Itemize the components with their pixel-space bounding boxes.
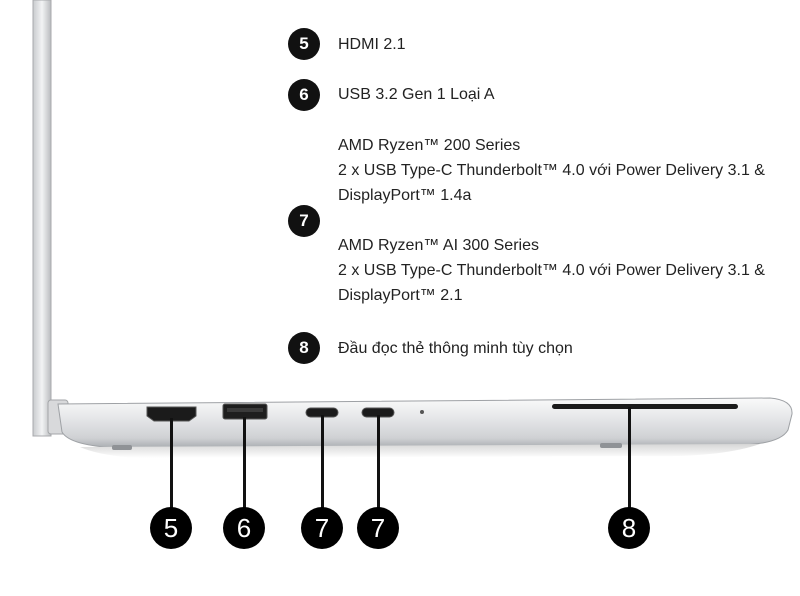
leader-line-usb-c-2 — [377, 415, 380, 513]
callout-badge-usb-c-1: 7 — [301, 507, 343, 549]
leader-line-usb-a — [243, 417, 246, 513]
legend-line: DisplayPort™ 1.4a — [338, 187, 472, 204]
legend-line: USB 3.2 Gen 1 Loại A — [338, 86, 495, 103]
leader-line-usb-c-1 — [321, 415, 324, 513]
callout-badge-usb-a: 6 — [223, 507, 265, 549]
status-led — [420, 410, 424, 414]
legend-text-hdmi: HDMI 2.1 — [338, 32, 406, 57]
legend-line: DisplayPort™ 2.1 — [338, 287, 463, 304]
legend-line: Đầu đọc thẻ thông minh tùy chọn — [338, 340, 573, 357]
legend-badge-6: 6 — [288, 79, 320, 111]
legend-badge-8: 8 — [288, 332, 320, 364]
legend-line: AMD Ryzen™ AI 300 Series — [338, 237, 539, 254]
leader-line-card-reader — [628, 407, 631, 513]
smart-card-slot — [552, 404, 738, 409]
legend-spacer — [338, 208, 765, 233]
usb-a-tongue — [227, 408, 263, 412]
hdmi-port — [146, 406, 197, 422]
legend-text-card-reader: Đầu đọc thẻ thông minh tùy chọn — [338, 336, 573, 361]
legend-line: AMD Ryzen™ 200 Series — [338, 137, 521, 154]
legend-line: 2 x USB Type-C Thunderbolt™ 4.0 với Powe… — [338, 162, 765, 179]
legend-text-usb-c: AMD Ryzen™ 200 Series 2 x USB Type-C Thu… — [338, 133, 765, 308]
legend-line: HDMI 2.1 — [338, 36, 406, 53]
legend-badge-5: 5 — [288, 28, 320, 60]
callout-badge-hdmi: 5 — [150, 507, 192, 549]
callout-badge-usb-c-2: 7 — [357, 507, 399, 549]
legend-badge-7: 7 — [288, 205, 320, 237]
rubber-foot-left — [112, 445, 132, 450]
legend-line: 2 x USB Type-C Thunderbolt™ 4.0 với Powe… — [338, 262, 765, 279]
base-shadow — [80, 444, 760, 458]
leader-line-hdmi — [170, 418, 173, 513]
callout-badge-card-reader: 8 — [608, 507, 650, 549]
laptop-lid — [32, 0, 52, 437]
legend-text-usb-a: USB 3.2 Gen 1 Loại A — [338, 82, 495, 107]
rubber-foot-right — [600, 443, 622, 448]
